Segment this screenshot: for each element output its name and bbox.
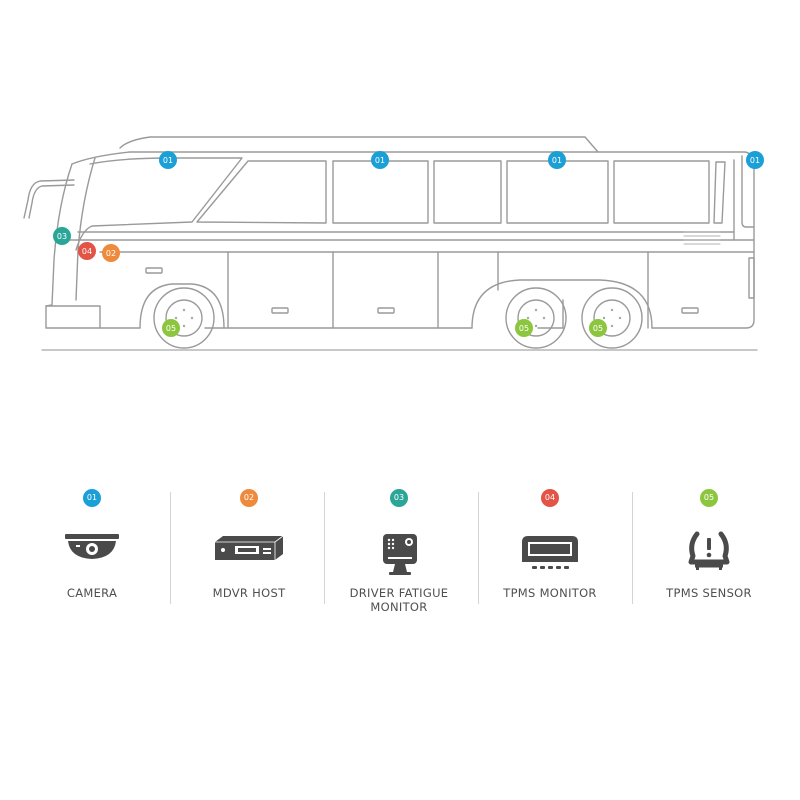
legend-divider <box>478 492 479 604</box>
tpms-monitor-marker: 04 <box>78 242 96 260</box>
svg-text:05: 05 <box>519 324 529 333</box>
device-legend: 01 CAMERA 02 MDVR HOST 03 <box>0 470 800 630</box>
legend-divider <box>324 492 325 604</box>
legend-label: DRIVER FATIGUE MONITOR <box>349 586 449 614</box>
fatigue-monitor-icon <box>383 534 417 575</box>
legend-item-mdvr-host: 02 MDVR HOST <box>174 470 324 610</box>
svg-text:05: 05 <box>166 324 176 333</box>
camera-marker-middle-1: 01 <box>371 151 389 169</box>
legend-label: MDVR HOST <box>212 586 286 600</box>
camera-marker-front: 01 <box>159 151 177 169</box>
svg-text:04: 04 <box>82 247 92 256</box>
dome-camera-icon <box>65 534 119 559</box>
legend-badge: 03 <box>390 489 408 507</box>
fatigue-monitor-marker: 03 <box>53 227 71 245</box>
legend-badge: 01 <box>83 489 101 507</box>
legend-badge: 02 <box>240 489 258 507</box>
legend-item-camera: 01 CAMERA <box>17 470 167 610</box>
legend-divider <box>170 492 171 604</box>
legend-item-driver-fatigue-monitor: 03 DRIVER FATIGUE MONITOR <box>324 470 474 614</box>
legend-badge: 05 <box>700 489 718 507</box>
tpms-sensor-icon <box>688 531 730 570</box>
legend-label: TPMS SENSOR <box>666 586 752 600</box>
legend-label: CAMERA <box>66 586 118 600</box>
svg-text:05: 05 <box>593 324 603 333</box>
svg-text:03: 03 <box>57 232 67 241</box>
mdvr-host-marker: 02 <box>102 244 120 262</box>
legend-badge: 04 <box>541 489 559 507</box>
tpms-sensor-marker-rear-2: 05 <box>589 319 607 337</box>
svg-text:01: 01 <box>375 156 385 165</box>
camera-marker-middle-2: 01 <box>548 151 566 169</box>
legend-item-tpms-sensor: 05 TPMS SENSOR <box>634 470 784 610</box>
svg-text:01: 01 <box>750 156 760 165</box>
svg-text:02: 02 <box>106 249 116 258</box>
wheel-bolts <box>174 308 622 328</box>
tpms-monitor-icon <box>522 536 578 569</box>
tpms-sensor-marker-rear-1: 05 <box>515 319 533 337</box>
legend-item-tpms-monitor: 04 TPMS MONITOR <box>475 470 625 610</box>
legend-label: TPMS MONITOR <box>503 586 597 600</box>
legend-divider <box>632 492 633 604</box>
camera-marker-rear: 01 <box>746 151 764 169</box>
tpms-sensor-marker-front: 05 <box>162 319 180 337</box>
mdvr-host-icon <box>215 535 284 560</box>
bus-diagram: 01 01 01 01 03 04 02 05 <box>23 136 764 351</box>
svg-text:01: 01 <box>163 156 173 165</box>
bus-outline <box>23 136 758 351</box>
svg-text:01: 01 <box>552 156 562 165</box>
